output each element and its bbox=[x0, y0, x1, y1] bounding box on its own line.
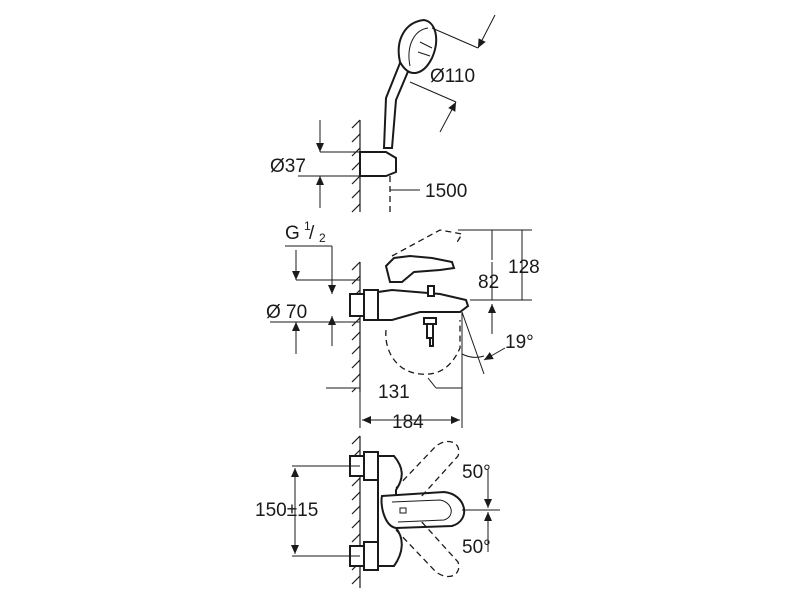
hose-length-label: 1500 bbox=[425, 181, 467, 202]
lever-angle-up-label: 50° bbox=[462, 462, 491, 483]
mixer-front-view: 150±15 50° 50° bbox=[255, 435, 500, 588]
wall-hatching-top bbox=[351, 119, 361, 213]
wall-hatching-middle bbox=[351, 261, 361, 393]
spout-angle-label: 19° bbox=[505, 332, 534, 353]
mixer-lever bbox=[384, 254, 456, 283]
spout-reach-label: 131 bbox=[378, 382, 410, 403]
diverter-knob bbox=[427, 285, 435, 297]
handshower-head bbox=[397, 18, 438, 74]
mixer-side-view: G 1 / 2 Ø 70 82 128 19° 131 bbox=[266, 219, 540, 433]
thread-fraction-numerator: 1 bbox=[304, 219, 311, 233]
handshower-diameter-label: Ø110 bbox=[430, 66, 475, 87]
handshower-view: Ø110 Ø37 1500 bbox=[270, 14, 496, 215]
thread-fraction-denominator: 2 bbox=[319, 231, 326, 245]
total-depth-label: 184 bbox=[392, 412, 424, 433]
bath-outline bbox=[385, 320, 461, 375]
lever-height-label: 128 bbox=[508, 257, 540, 278]
thread-label: G bbox=[285, 223, 300, 244]
spout-height-label: 82 bbox=[478, 272, 499, 293]
rosette-nut bbox=[349, 293, 365, 317]
mixer-body bbox=[377, 288, 470, 321]
centre-distance-label: 150±15 bbox=[255, 500, 318, 521]
thread-fraction-slash: / bbox=[309, 223, 315, 244]
lever-angle-down-label: 50° bbox=[462, 537, 491, 558]
rosette-diameter-label: Ø 70 bbox=[266, 302, 307, 323]
holder-diameter-label: Ø37 bbox=[270, 156, 306, 177]
shower-holder bbox=[359, 151, 397, 177]
